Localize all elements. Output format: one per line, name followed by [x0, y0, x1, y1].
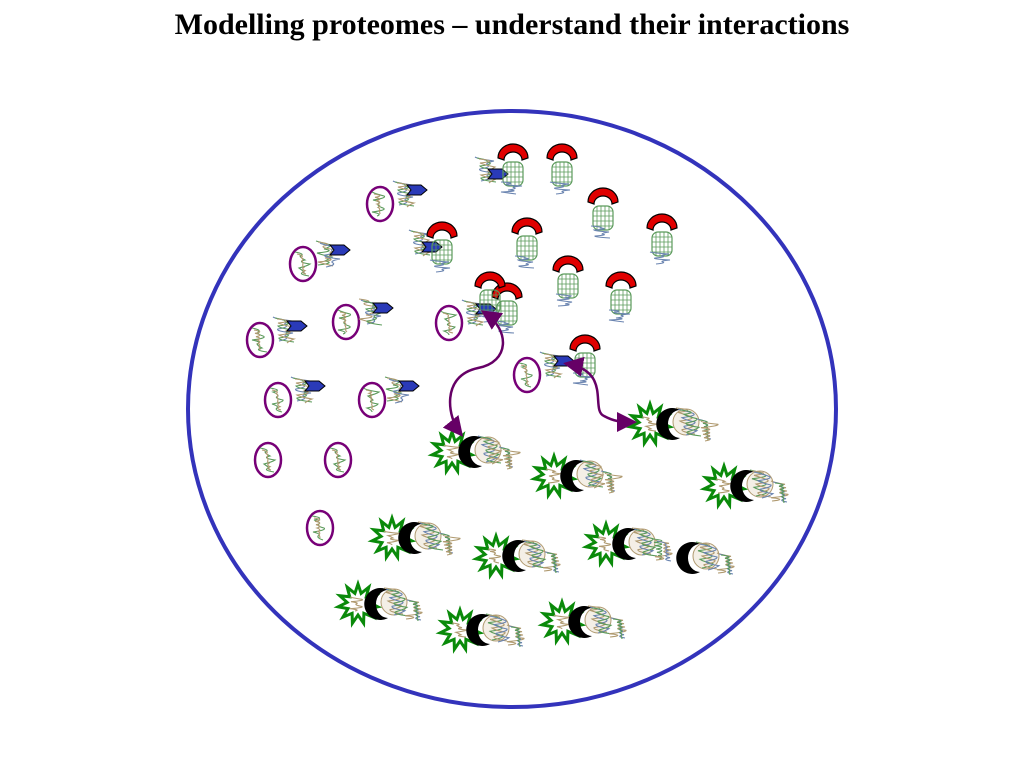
- black-crescent-icon: [656, 408, 680, 440]
- interaction-arrow: [442, 310, 505, 437]
- star-protein-icon: [699, 461, 789, 510]
- ribbon-blob: [474, 435, 521, 470]
- ring-protein-icon: [245, 321, 275, 359]
- ring-protein-icon: [331, 303, 361, 341]
- ring-ligand-complex: [263, 376, 326, 419]
- barrel-protein-icon: [552, 255, 584, 307]
- black-crescent-icon: [560, 459, 584, 492]
- ribbon-blob: [380, 587, 423, 622]
- ring-ligand-complex: [434, 282, 523, 342]
- barrel-protein-icon: [646, 213, 678, 265]
- ribbon-blob: [746, 469, 789, 504]
- barrel-protein-icon: [511, 217, 543, 269]
- ring-protein-icon: [512, 356, 542, 394]
- ring-protein-icon: [357, 381, 387, 419]
- star-protein-icon: [625, 399, 719, 448]
- interaction-arrow: [563, 356, 637, 432]
- black-crescent-icon: [466, 614, 490, 646]
- ribbon-blob: [576, 459, 623, 494]
- ribbon-blob: [584, 605, 627, 640]
- blue-arrow-ligand-icon: [285, 320, 308, 332]
- barrel-protein-icon: [497, 143, 529, 195]
- barrel-protein-icon: [426, 221, 458, 273]
- ring-protein-icon: [434, 304, 464, 342]
- ribbon-blob: [414, 521, 461, 556]
- star-protein-icon: [367, 513, 461, 562]
- ribbon-blob: [628, 527, 673, 562]
- black-crescent-icon: [502, 540, 526, 572]
- ring-ligand-complex: [245, 316, 308, 359]
- blue-arrow-ligand-icon: [405, 184, 428, 196]
- ring-ligand-complex: [288, 240, 351, 283]
- cell-boundary: [186, 109, 838, 709]
- star-protein-icon: [581, 519, 673, 568]
- star-protein-icon: [676, 541, 735, 576]
- star-protein-icon: [529, 451, 623, 500]
- ring-protein-icon: [323, 441, 353, 479]
- star-protein-icon: [427, 427, 521, 476]
- ribbon-blob: [672, 407, 719, 442]
- ribbon-blob: [482, 613, 525, 648]
- star-protein-icon: [471, 531, 561, 580]
- black-crescent-icon: [568, 606, 592, 638]
- ring-protein-icon: [365, 185, 395, 223]
- ring-ligand-complex: [357, 376, 420, 419]
- blue-arrow-ligand-icon: [303, 380, 326, 392]
- black-crescent-icon: [458, 435, 482, 468]
- ribbon-blob: [518, 539, 561, 574]
- ring-ligand-complex: [512, 334, 601, 394]
- barrel-protein-icon: [569, 334, 601, 386]
- ring-protein-icon: [263, 381, 293, 419]
- slide-title: Modelling proteomes – understand their i…: [174, 8, 850, 41]
- barrel-protein-icon: [587, 187, 619, 239]
- barrel-protein-icon: [546, 143, 578, 195]
- black-crescent-icon: [612, 528, 636, 560]
- black-crescent-icon: [398, 522, 422, 554]
- blue-arrow-ligand-icon: [328, 244, 351, 256]
- barrel-protein-icon: [605, 271, 637, 323]
- star-protein-icon: [435, 605, 525, 654]
- black-crescent-icon: [676, 542, 700, 574]
- star-protein-icon: [333, 579, 423, 628]
- black-crescent-icon: [730, 470, 754, 503]
- ring-protein-icon: [288, 245, 318, 283]
- blue-arrow-ligand-icon: [397, 380, 420, 392]
- black-crescent-icon: [364, 588, 388, 620]
- blue-arrow-ligand-icon: [371, 302, 394, 314]
- ribbon-blob: [692, 541, 735, 576]
- protein-population: [245, 143, 789, 654]
- ring-protein-icon: [305, 509, 335, 547]
- star-protein-icon: [537, 597, 627, 646]
- ring-protein-icon: [253, 441, 283, 479]
- ring-ligand-complex: [331, 298, 394, 341]
- ring-ligand-complex: [365, 180, 428, 223]
